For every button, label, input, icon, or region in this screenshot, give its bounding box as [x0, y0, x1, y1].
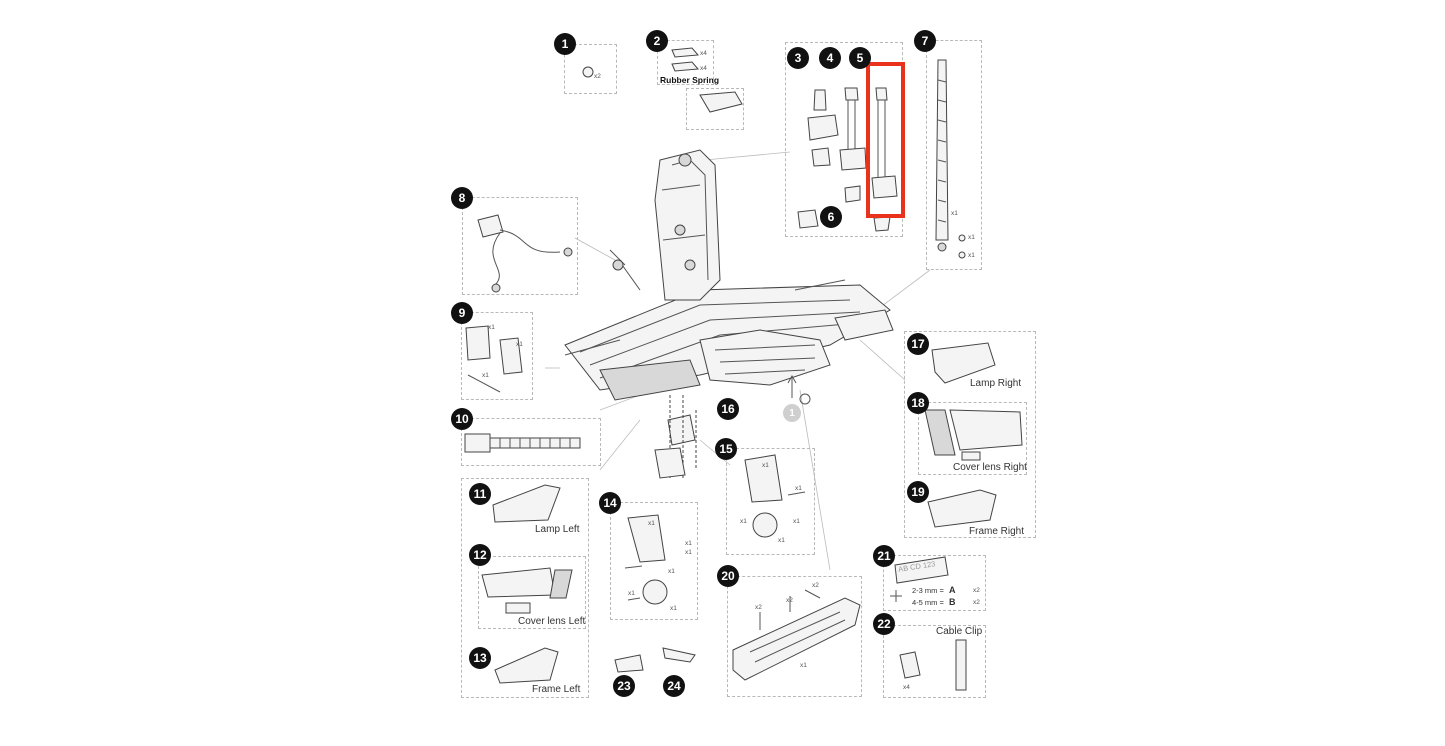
box-part-7: [926, 40, 982, 270]
label-lamp-left: Lamp Left: [535, 524, 580, 535]
box-part-10: [461, 418, 601, 466]
label-lamp-right: Lamp Right: [970, 378, 1022, 389]
callout-23[interactable]: 23: [613, 675, 635, 697]
label-rubber-spring: Rubber Spring: [660, 75, 720, 85]
qty-part-14c: x1: [685, 549, 692, 556]
label-2-3mm: 2-3 mm =: [912, 586, 944, 595]
qty-part-15a: x1: [762, 462, 769, 469]
box-part-1: [564, 44, 617, 94]
label-b: B: [949, 597, 956, 607]
callout-4[interactable]: 4: [819, 47, 841, 69]
callout-18[interactable]: 18: [907, 392, 929, 414]
qty-part-9b: x1: [516, 341, 523, 348]
part-1-cap: [582, 66, 594, 78]
label-a: A: [949, 585, 956, 595]
callout-17[interactable]: 17: [907, 333, 929, 355]
qty-part-20c: x2: [812, 582, 819, 589]
qty-part-14f: x1: [670, 605, 677, 612]
callout-20[interactable]: 20: [717, 565, 739, 587]
callout-16[interactable]: 16: [717, 398, 739, 420]
box-part-15: [726, 448, 815, 555]
callout-12[interactable]: 12: [469, 544, 491, 566]
callout-5[interactable]: 5: [849, 47, 871, 69]
callout-24[interactable]: 24: [663, 675, 685, 697]
label-cover-lens-left: Cover lens Left: [518, 616, 586, 627]
box-part-14: [610, 502, 698, 620]
box-parts-17-19: [904, 331, 1036, 538]
qty-part-14d: x1: [668, 568, 675, 575]
qty-part-1: x2: [594, 73, 601, 80]
box-part-21: [883, 555, 986, 611]
box-part-18: [918, 402, 1027, 475]
callout-19[interactable]: 19: [907, 481, 929, 503]
ghost-callout-1: 1: [783, 404, 801, 422]
callout-14[interactable]: 14: [599, 492, 621, 514]
qty-part-15e: x1: [778, 537, 785, 544]
qty-part-14b: x1: [685, 540, 692, 547]
box-part-9: [461, 312, 533, 400]
highlight-part-5: [866, 62, 905, 218]
qty-part-7b: x1: [968, 234, 975, 241]
qty-part-22: x4: [903, 684, 910, 691]
callout-13[interactable]: 13: [469, 647, 491, 669]
qty-part-15c: x1: [740, 518, 747, 525]
label-cable-clip: Cable Clip: [936, 626, 983, 637]
carrier-main-assembly: [564, 149, 894, 480]
box-parts-11-13: [461, 478, 589, 698]
qty-part-2a: x4: [700, 50, 707, 57]
qty-part-15b: x1: [795, 485, 802, 492]
qty-part-14e: x1: [628, 590, 635, 597]
callout-2[interactable]: 2: [646, 30, 668, 52]
qty-part-9c: x1: [482, 372, 489, 379]
box-part-2: [657, 40, 714, 85]
box-part-22: [883, 625, 986, 698]
qty-part-9a: x1: [488, 324, 495, 331]
qty-part-7c: x1: [968, 252, 975, 259]
box-part-8: [462, 197, 578, 295]
box-part-2-spring: [686, 88, 744, 130]
callout-15[interactable]: 15: [715, 438, 737, 460]
callout-6[interactable]: 6: [820, 206, 842, 228]
label-frame-right: Frame Right: [969, 526, 1025, 537]
callout-11[interactable]: 11: [469, 483, 491, 505]
qty-part-21a: x2: [973, 587, 980, 594]
qty-part-15d: x1: [793, 518, 800, 525]
callout-7[interactable]: 7: [914, 30, 936, 52]
label-frame-left: Frame Left: [532, 684, 581, 695]
qty-part-14a: x1: [648, 520, 655, 527]
callout-21[interactable]: 21: [873, 545, 895, 567]
callout-3[interactable]: 3: [787, 47, 809, 69]
qty-part-21b: x2: [973, 599, 980, 606]
qty-part-20b: x2: [786, 597, 793, 604]
label-4-5mm: 4-5 mm =: [912, 598, 944, 607]
callout-22[interactable]: 22: [873, 613, 895, 635]
qty-part-20a: x2: [755, 604, 762, 611]
qty-part-20d: x1: [800, 662, 807, 669]
qty-part-7a: x1: [951, 210, 958, 217]
label-cover-lens-right: Cover lens Right: [953, 462, 1027, 473]
qty-part-2b: x4: [700, 65, 707, 72]
callout-1[interactable]: 1: [554, 33, 576, 55]
box-part-12: [478, 556, 586, 629]
box-part-20: [727, 576, 862, 697]
callout-8[interactable]: 8: [451, 187, 473, 209]
callout-9[interactable]: 9: [451, 302, 473, 324]
callout-10[interactable]: 10: [451, 408, 473, 430]
